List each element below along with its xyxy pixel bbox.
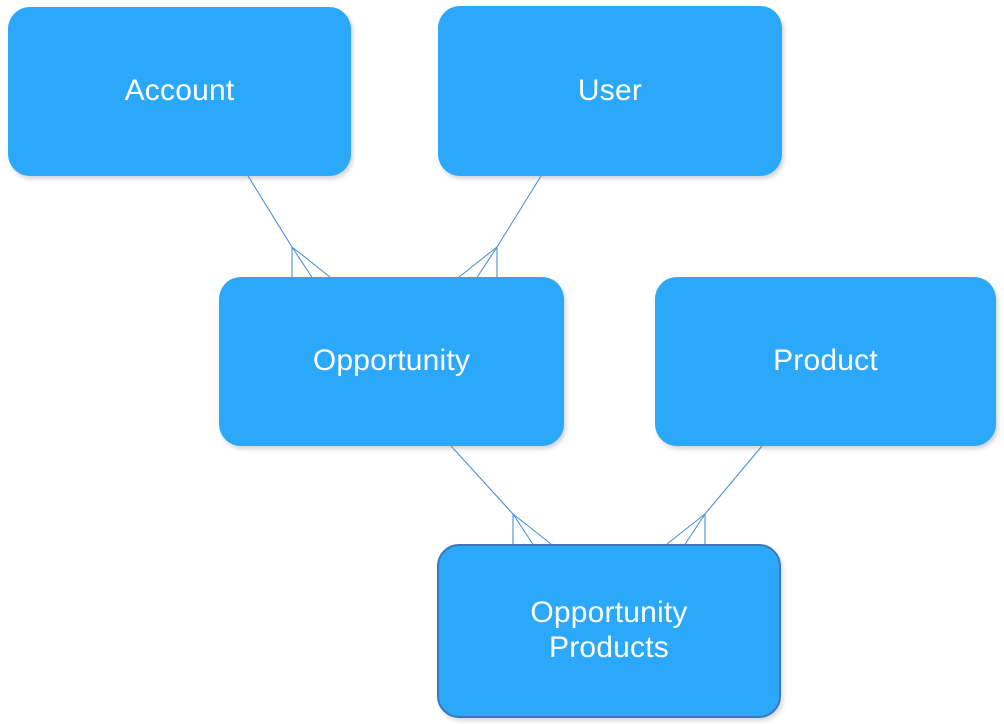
edge-account-to-opportunity[interactable] xyxy=(247,175,331,278)
edge-crowsfoot-prong-inner xyxy=(291,246,313,278)
edge-crowsfoot-prong-outer xyxy=(666,513,706,545)
edge-trunk xyxy=(704,445,763,515)
edge-crowsfoot-prong-inner xyxy=(684,513,706,545)
entity-node-opportunity-products[interactable]: Opportunity Products xyxy=(437,544,781,718)
edge-crowsfoot-prong-outer xyxy=(458,246,498,278)
edge-crowsfoot-prong-inner xyxy=(512,513,534,545)
entity-node-opportunity[interactable]: Opportunity xyxy=(219,277,564,446)
entity-label-opportunity: Opportunity xyxy=(312,344,471,378)
edge-trunk xyxy=(450,445,514,515)
entity-label-account: Account xyxy=(124,74,235,108)
entity-label-opportunity-products: Opportunity Products xyxy=(530,596,688,664)
entity-node-user[interactable]: User xyxy=(438,6,782,176)
entity-node-product[interactable]: Product xyxy=(655,277,996,446)
edge-crowsfoot-prong-inner xyxy=(476,246,498,278)
edge-trunk xyxy=(496,175,542,248)
entity-label-product: Product xyxy=(773,344,878,378)
edge-opportunity-to-opportunity-products[interactable] xyxy=(450,445,552,545)
entity-label-user: User xyxy=(577,73,643,107)
edge-trunk xyxy=(247,175,293,248)
entity-node-account[interactable]: Account xyxy=(8,7,351,176)
edge-product-to-opportunity-products[interactable] xyxy=(666,445,763,545)
edge-user-to-opportunity[interactable] xyxy=(458,175,542,278)
edge-crowsfoot-prong-outer xyxy=(291,246,331,278)
edge-crowsfoot-prong-outer xyxy=(512,513,552,545)
